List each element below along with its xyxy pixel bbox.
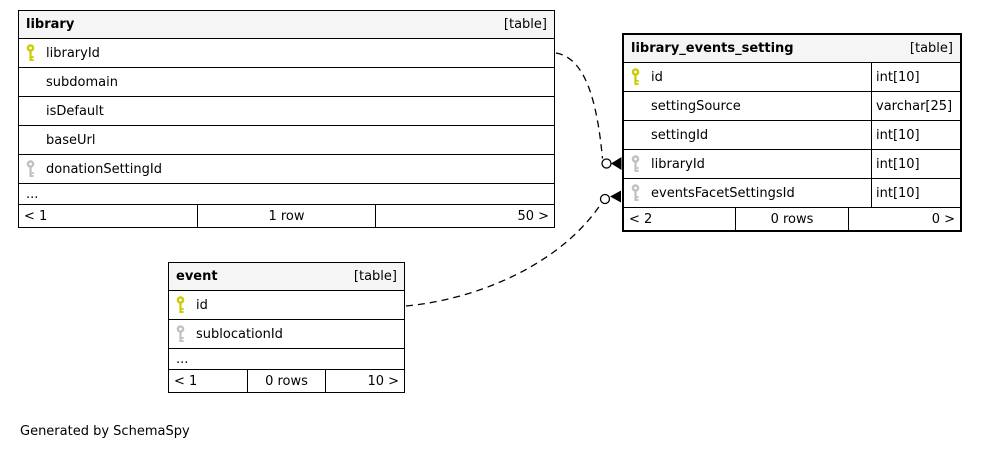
table-row[interactable]: isDefault xyxy=(19,97,554,126)
table-row[interactable]: id xyxy=(169,291,404,320)
table-type-badge: [table] xyxy=(503,17,547,32)
footer-children-count[interactable]: 10 > xyxy=(325,370,404,392)
hidden-columns-ellipsis: ... xyxy=(169,349,404,370)
column-type: int[10] xyxy=(871,63,960,91)
generated-by-credit: Generated by SchemaSpy xyxy=(20,424,190,439)
primary-key-icon xyxy=(631,68,642,86)
table-row[interactable]: subdomain xyxy=(19,68,554,97)
foreign-key-icon xyxy=(176,325,187,343)
relationship-circle-marker xyxy=(599,193,611,205)
table-node-library: library [table] libraryId subdomain isDe… xyxy=(18,10,555,228)
foreign-key-icon xyxy=(631,184,642,202)
table-header[interactable]: event [table] xyxy=(169,263,404,291)
footer-parents-count[interactable]: < 2 xyxy=(629,211,653,227)
table-row[interactable]: id int[10] xyxy=(624,63,960,92)
table-type-badge: [table] xyxy=(353,269,397,284)
relationship-circle-marker xyxy=(601,158,612,169)
relationship-library-libraryId xyxy=(555,52,622,170)
relationship-arrowhead xyxy=(611,157,622,170)
table-title[interactable]: library_events_setting xyxy=(631,41,794,56)
footer-parents-count[interactable]: < 1 xyxy=(24,208,48,224)
relationship-arrowhead xyxy=(610,190,621,203)
column-name: donationSettingId xyxy=(46,161,162,177)
column-name: id xyxy=(196,297,208,313)
column-name: settingSource xyxy=(651,98,741,114)
table-header[interactable]: library_events_setting [table] xyxy=(624,35,960,63)
table-row[interactable]: settingId int[10] xyxy=(624,121,960,150)
column-name: libraryId xyxy=(651,156,705,172)
column-type: int[10] xyxy=(871,121,960,149)
table-row[interactable]: libraryId int[10] xyxy=(624,150,960,179)
table-footer: < 1 0 rows 10 > xyxy=(169,370,404,392)
footer-row-count: 0 rows xyxy=(246,370,326,392)
footer-row-count: 1 row xyxy=(196,205,376,227)
table-footer: < 2 0 rows 0 > xyxy=(624,208,960,230)
table-row[interactable]: libraryId xyxy=(19,39,554,68)
column-name: id xyxy=(651,69,663,85)
table-row[interactable]: sublocationId xyxy=(169,320,404,349)
column-name: libraryId xyxy=(46,45,100,61)
column-name: baseUrl xyxy=(46,132,96,148)
column-name: sublocationId xyxy=(196,326,283,342)
table-header[interactable]: library [table] xyxy=(19,11,554,39)
column-name: subdomain xyxy=(46,74,118,90)
table-row[interactable]: eventsFacetSettingsId int[10] xyxy=(624,179,960,208)
footer-children-count[interactable]: 0 > xyxy=(847,208,960,230)
table-title[interactable]: event xyxy=(176,269,218,284)
table-node-event: event [table] id sublocationId ... < 1 0… xyxy=(168,262,405,393)
column-type: int[10] xyxy=(871,179,960,207)
relationship-dashed-line xyxy=(555,52,604,159)
footer-children-count[interactable]: 50 > xyxy=(375,205,554,227)
table-row[interactable]: baseUrl xyxy=(19,126,554,155)
table-node-library-events-setting: library_events_setting [table] id int[10… xyxy=(622,33,962,232)
foreign-key-icon xyxy=(631,155,642,173)
column-name: settingId xyxy=(651,127,709,143)
primary-key-icon xyxy=(176,296,187,314)
column-type: varchar[25] xyxy=(871,92,960,120)
table-row[interactable]: donationSettingId xyxy=(19,155,554,184)
column-type: int[10] xyxy=(871,150,960,178)
column-name: eventsFacetSettingsId xyxy=(651,185,795,201)
column-name: isDefault xyxy=(46,103,104,119)
table-footer: < 1 1 row 50 > xyxy=(19,205,554,227)
footer-parents-count[interactable]: < 1 xyxy=(174,373,198,389)
table-row[interactable]: settingSource varchar[25] xyxy=(624,92,960,121)
foreign-key-icon xyxy=(26,160,37,178)
footer-row-count: 0 rows xyxy=(735,208,847,230)
table-type-badge: [table] xyxy=(909,41,953,56)
primary-key-icon xyxy=(26,44,37,62)
hidden-columns-ellipsis: ... xyxy=(19,184,554,205)
table-title[interactable]: library xyxy=(26,17,75,32)
